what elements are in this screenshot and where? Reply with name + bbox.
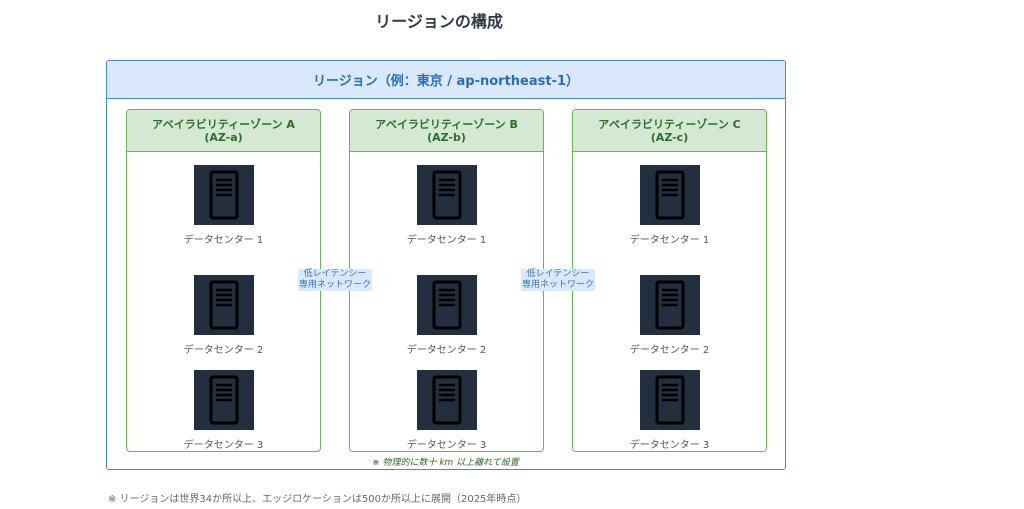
server-icon: [639, 370, 700, 430]
server-icon: [193, 165, 254, 225]
datacenter-label: データセンター 3: [406, 440, 487, 451]
az-code: (AZ-c): [650, 130, 689, 144]
az-name: アベイラビリティーゾーン B: [375, 117, 518, 131]
az-header: アベイラビリティーゾーン A (AZ-a): [127, 110, 320, 152]
datacenter: データセンター 1: [573, 165, 766, 246]
az-header: アベイラビリティーゾーン C (AZ-c): [573, 110, 766, 152]
datacenter: データセンター 3: [350, 370, 543, 451]
distance-note: ※ 物理的に数十 km 以上離れて設置: [372, 458, 519, 468]
availability-zone: アベイラビリティーゾーン B (AZ-b) データセンター 1 データセンター …: [349, 109, 544, 452]
az-name: アベイラビリティーゾーン A: [152, 117, 295, 131]
server-icon: [416, 165, 477, 225]
datacenter: データセンター 3: [573, 370, 766, 451]
datacenter: データセンター 2: [573, 275, 766, 356]
az-link-label-ab: 低レイテンシー 専用ネットワーク: [298, 269, 372, 291]
datacenter-label: データセンター 3: [183, 440, 264, 451]
az-name: アベイラビリティーゾーン C: [598, 117, 741, 131]
region-label: リージョン（例：東京 / ap-northeast-1）: [107, 61, 785, 99]
server-icon: [193, 275, 254, 335]
az-code: (AZ-a): [204, 130, 243, 144]
server-icon: [416, 370, 477, 430]
az-code: (AZ-b): [427, 130, 466, 144]
datacenter-label: データセンター 1: [406, 235, 487, 246]
datacenter: データセンター 2: [350, 275, 543, 356]
link-line1: 低レイテンシー: [526, 269, 590, 279]
datacenter: データセンター 1: [350, 165, 543, 246]
server-icon: [193, 370, 254, 430]
datacenter-label: データセンター 3: [629, 440, 710, 451]
datacenter-label: データセンター 1: [183, 235, 264, 246]
datacenter-label: データセンター 2: [183, 345, 264, 356]
link-line1: 低レイテンシー: [303, 269, 367, 279]
datacenter: データセンター 1: [127, 165, 320, 246]
datacenter-label: データセンター 2: [406, 345, 487, 356]
datacenter-label: データセンター 1: [629, 235, 710, 246]
availability-zone: アベイラビリティーゾーン A (AZ-a) データセンター 1 データセンター …: [126, 109, 321, 452]
az-header: アベイラビリティーゾーン B (AZ-b): [350, 110, 543, 152]
link-line2: 専用ネットワーク: [521, 280, 594, 290]
diagram-title: リージョンの構成: [375, 12, 503, 31]
server-icon: [639, 165, 700, 225]
az-link-label-bc: 低レイテンシー 専用ネットワーク: [521, 269, 595, 291]
datacenter-label: データセンター 2: [629, 345, 710, 356]
datacenter: データセンター 3: [127, 370, 320, 451]
availability-zone: アベイラビリティーゾーン C (AZ-c) データセンター 1 データセンター …: [572, 109, 767, 452]
datacenter: データセンター 2: [127, 275, 320, 356]
server-icon: [416, 275, 477, 335]
link-line2: 専用ネットワーク: [298, 280, 371, 290]
footnote: ※ リージョンは世界34か所以上、エッジロケーションは500か所以上に展開（20…: [108, 494, 527, 505]
server-icon: [639, 275, 700, 335]
